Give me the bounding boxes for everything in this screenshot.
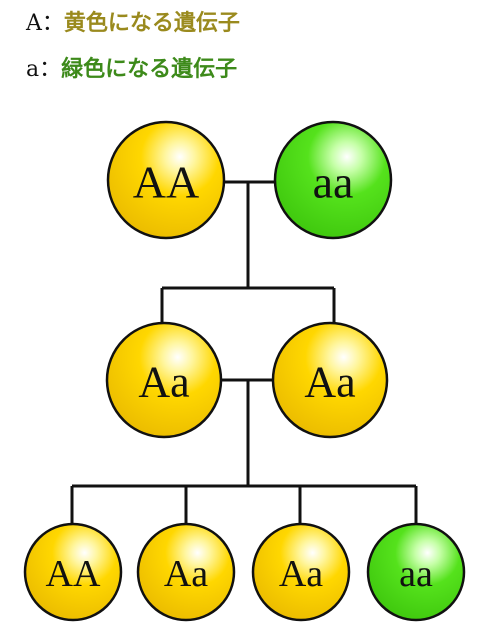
parents-ball-1: AA bbox=[106, 120, 226, 240]
ball-circle bbox=[271, 321, 389, 439]
legend-symbol: A bbox=[26, 11, 42, 36]
genotype-label: Aa bbox=[164, 553, 208, 595]
f2-ball-3: Aa bbox=[251, 522, 351, 622]
genotype-label: aa bbox=[313, 157, 354, 208]
ball-circle bbox=[273, 120, 393, 240]
f2-ball-1: AA bbox=[23, 522, 123, 622]
genotype-label: aa bbox=[399, 553, 433, 595]
f1-branch-line bbox=[160, 286, 336, 326]
genotype-label: Aa bbox=[138, 358, 189, 407]
genotype-label: AA bbox=[133, 157, 199, 208]
legend-separator: ： bbox=[39, 57, 62, 82]
f2-ball-4: aa bbox=[366, 522, 466, 622]
genotype-label: AA bbox=[46, 553, 101, 595]
legend-text: 緑色になる遺伝子 bbox=[61, 56, 238, 82]
ball-circle bbox=[106, 120, 226, 240]
f1-ball-1: Aa bbox=[105, 321, 223, 439]
parents-ball-2: aa bbox=[273, 120, 393, 240]
ball-circle bbox=[136, 522, 236, 622]
f1-ball-2: Aa bbox=[271, 321, 389, 439]
legend-dominant-allele: A：黄色になる遺伝子 bbox=[26, 12, 240, 35]
genotype-label: Aa bbox=[304, 358, 355, 407]
ball-circle bbox=[105, 321, 223, 439]
ball-circle bbox=[23, 522, 123, 622]
legend-separator: ： bbox=[41, 11, 64, 36]
f2-branch-line bbox=[70, 484, 418, 524]
genotype-label: Aa bbox=[279, 553, 323, 595]
ball-circle bbox=[366, 522, 466, 622]
legend-symbol: a bbox=[26, 57, 40, 82]
connector-lines bbox=[70, 180, 418, 524]
f2-ball-2: Aa bbox=[136, 522, 236, 622]
legend-recessive-allele: a：緑色になる遺伝子 bbox=[26, 58, 237, 81]
ball-circle bbox=[251, 522, 351, 622]
legend-text: 黄色になる遺伝子 bbox=[63, 10, 240, 36]
